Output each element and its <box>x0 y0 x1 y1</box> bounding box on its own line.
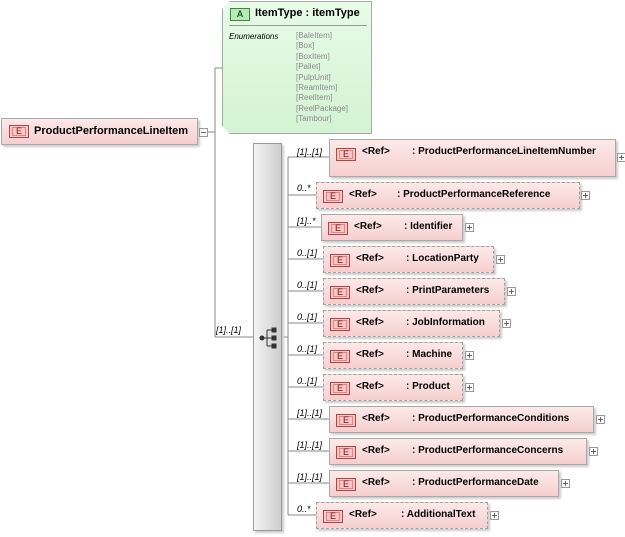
child-element-productperformanceconditions[interactable]: E <Ref> : ProductPerformanceConditions <box>329 406 594 433</box>
child-element-additionaltext[interactable]: E <Ref> : AdditionalText <box>316 502 488 529</box>
ref-label: <Ref> <box>356 381 384 392</box>
child-cardinality: [1]..[1] <box>297 472 323 482</box>
child-element-productperformanceconcerns[interactable]: E <Ref> : ProductPerformanceConcerns <box>329 438 587 465</box>
child-element-machine[interactable]: E <Ref> : Machine <box>323 342 463 369</box>
root-element-box[interactable]: E ProductPerformanceLineItem <box>1 118 198 145</box>
expand-icon[interactable] <box>465 383 474 392</box>
expand-icon[interactable] <box>561 479 570 488</box>
child-cardinality: 0..[1] <box>297 312 318 322</box>
enum-value: [ReelItem] <box>296 93 333 103</box>
child-element-name: : LocationParty <box>406 253 479 264</box>
ref-label: <Ref> <box>349 509 377 520</box>
expand-icon[interactable] <box>617 153 625 162</box>
enumeration-list: [BaleItem] [Box] [BoxItem] [Pallet] [Pul… <box>296 31 348 125</box>
child-element-printparameters[interactable]: E <Ref> : PrintParameters <box>323 278 505 305</box>
child-element-name: : Machine <box>406 349 453 360</box>
child-element-name: : ProductPerformanceConditions <box>412 413 570 424</box>
child-element-productperformancelineitemnumber[interactable]: E <Ref> : ProductPerformanceLineItemNumb… <box>329 139 616 177</box>
child-cardinality: 0..* <box>297 183 311 193</box>
enumerations-label: Enumerations <box>229 32 279 41</box>
child-element-name: : ProductPerformanceDate <box>412 477 539 488</box>
attribute-divider <box>229 25 367 26</box>
ref-label: <Ref> <box>356 317 384 328</box>
ref-label: <Ref> <box>362 146 390 157</box>
enum-value: [PulpUnit] <box>296 72 331 82</box>
ref-label: <Ref> <box>362 477 390 488</box>
child-element-name: : PrintParameters <box>406 285 490 296</box>
element-icon: E <box>330 318 350 331</box>
element-icon: E <box>336 414 356 427</box>
child-cardinality: 0..[1] <box>297 280 318 290</box>
child-cardinality: 0..[1] <box>297 344 318 354</box>
expand-icon[interactable] <box>496 255 505 264</box>
expand-icon[interactable] <box>502 319 511 328</box>
child-cardinality: [1]..[1] <box>297 440 323 450</box>
child-cardinality: 0..* <box>297 504 311 514</box>
expand-icon[interactable] <box>581 191 590 200</box>
child-element-name: : Identifier <box>404 221 453 232</box>
ref-label: <Ref> <box>362 413 390 424</box>
child-element-productperformancedate[interactable]: E <Ref> : ProductPerformanceDate <box>329 470 559 497</box>
child-element-name: : ProductPerformanceLineItemNumber <box>412 146 596 157</box>
sequence-icon <box>259 327 277 349</box>
element-icon: E <box>336 478 356 491</box>
child-element-product[interactable]: E <Ref> : Product <box>323 374 463 401</box>
element-icon: E <box>330 350 350 363</box>
expand-icon[interactable] <box>465 351 474 360</box>
enum-value: [Tambour] <box>296 114 332 124</box>
element-icon: E <box>328 222 348 235</box>
ref-label: <Ref> <box>354 221 382 232</box>
child-cardinality: 0..[1] <box>297 376 318 386</box>
child-element-locationparty[interactable]: E <Ref> : LocationParty <box>323 246 494 273</box>
expand-icon[interactable] <box>490 511 499 520</box>
element-icon: E <box>336 446 356 459</box>
enum-value: [ReamItem] <box>296 83 338 93</box>
child-cardinality: [1]..[1] <box>297 408 323 418</box>
ref-label: <Ref> <box>362 445 390 456</box>
ref-label: <Ref> <box>356 349 384 360</box>
element-icon: E <box>330 286 350 299</box>
enum-value: [Box] <box>296 41 315 51</box>
enum-value: [Pallet] <box>296 62 321 72</box>
root-element-name: ProductPerformanceLineItem <box>34 125 189 137</box>
enum-value: [BoxItem] <box>296 51 330 61</box>
enum-value: [BaleItem] <box>296 31 333 40</box>
attribute-icon: A <box>230 8 250 21</box>
ref-label: <Ref> <box>356 285 384 296</box>
child-cardinality: [1]..[1] <box>297 147 323 157</box>
child-element-name: : Product <box>406 381 450 392</box>
collapse-icon[interactable] <box>199 128 208 137</box>
attribute-box[interactable]: A ItemType : itemType Enumerations [Bale… <box>222 1 372 134</box>
child-element-jobinformation[interactable]: E <Ref> : JobInformation <box>323 310 500 337</box>
expand-icon[interactable] <box>596 415 605 424</box>
child-element-productperformancereference[interactable]: E <Ref> : ProductPerformanceReference <box>316 182 580 209</box>
child-element-identifier[interactable]: E <Ref> : Identifier <box>321 214 463 241</box>
ref-label: <Ref> <box>349 189 377 200</box>
child-cardinality: [1]..* <box>297 216 316 226</box>
element-icon: E <box>9 125 29 138</box>
sequence-compositor[interactable] <box>253 143 282 531</box>
expand-icon[interactable] <box>507 287 516 296</box>
element-icon: E <box>330 382 350 395</box>
expand-icon[interactable] <box>589 447 598 456</box>
element-icon: E <box>323 510 343 523</box>
element-icon: E <box>323 190 343 203</box>
child-element-name: : ProductPerformanceConcerns <box>412 445 564 456</box>
child-element-name: : AdditionalText <box>401 509 476 520</box>
child-element-name: : JobInformation <box>406 317 485 328</box>
element-icon: E <box>336 148 356 161</box>
expand-icon[interactable] <box>465 223 474 232</box>
sequence-cardinality: [1]..[1] <box>216 325 242 335</box>
attribute-title: ItemType : itemType <box>255 7 360 19</box>
enum-value: [ReelPackage] <box>296 103 349 113</box>
child-element-name: : ProductPerformanceReference <box>397 189 551 200</box>
child-cardinality: 0..[1] <box>297 248 318 258</box>
element-icon: E <box>330 254 350 267</box>
ref-label: <Ref> <box>356 253 384 264</box>
